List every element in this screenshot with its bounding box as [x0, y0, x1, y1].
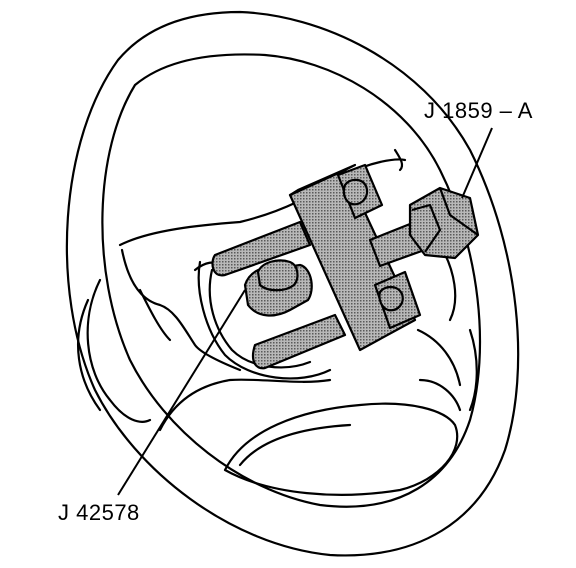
top-nut: [342, 178, 369, 206]
hub-upper-contour: [118, 158, 407, 247]
lower-opening-inner: [238, 423, 352, 467]
wheel-rim-outer: [65, 10, 520, 557]
rim-left-edge: [86, 278, 152, 423]
hub-recess: [197, 260, 332, 380]
leader-puller: [461, 127, 493, 199]
lower-opening: [223, 402, 459, 496]
lower-spoke-right: [418, 378, 462, 412]
label-puller: J 1859 – A: [424, 98, 533, 123]
wheel-rim-inner: [101, 53, 482, 508]
label-adapter: J 42578: [58, 500, 140, 525]
upper-arm: [211, 220, 312, 277]
hub-left-spoke: [138, 288, 172, 342]
hub-left-contour: [120, 248, 242, 372]
crossbar-front: [288, 163, 357, 197]
right-spoke-edge: [468, 328, 478, 412]
bottom-nut: [378, 285, 404, 312]
leader-adapter: [117, 289, 246, 496]
adapter-collar: [256, 259, 299, 292]
right-spoke-lower: [416, 328, 462, 387]
hex-head-face: [411, 203, 442, 253]
hex-head-top: [438, 187, 479, 236]
lower-leg: [251, 313, 347, 370]
hub-recess-inner: [208, 268, 312, 369]
rim-left-edge-2: [77, 298, 102, 412]
hub-top-curl: [393, 148, 404, 172]
lower-spoke-left: [158, 378, 332, 432]
